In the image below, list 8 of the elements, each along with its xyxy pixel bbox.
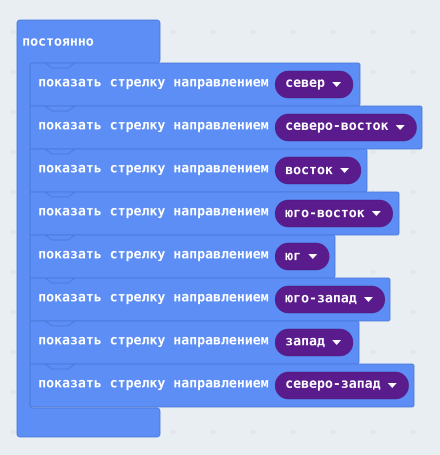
dropdown: северо-запад [275,372,409,400]
dropdown: восток [275,156,362,184]
dropdown: запад [275,328,354,356]
dropdown: юго-запад [275,286,385,314]
dropdown: север [275,70,354,98]
dropdown: северо-восток [275,114,417,142]
dropdown: юг [275,242,330,270]
dropdown: юго-восток [275,200,393,228]
